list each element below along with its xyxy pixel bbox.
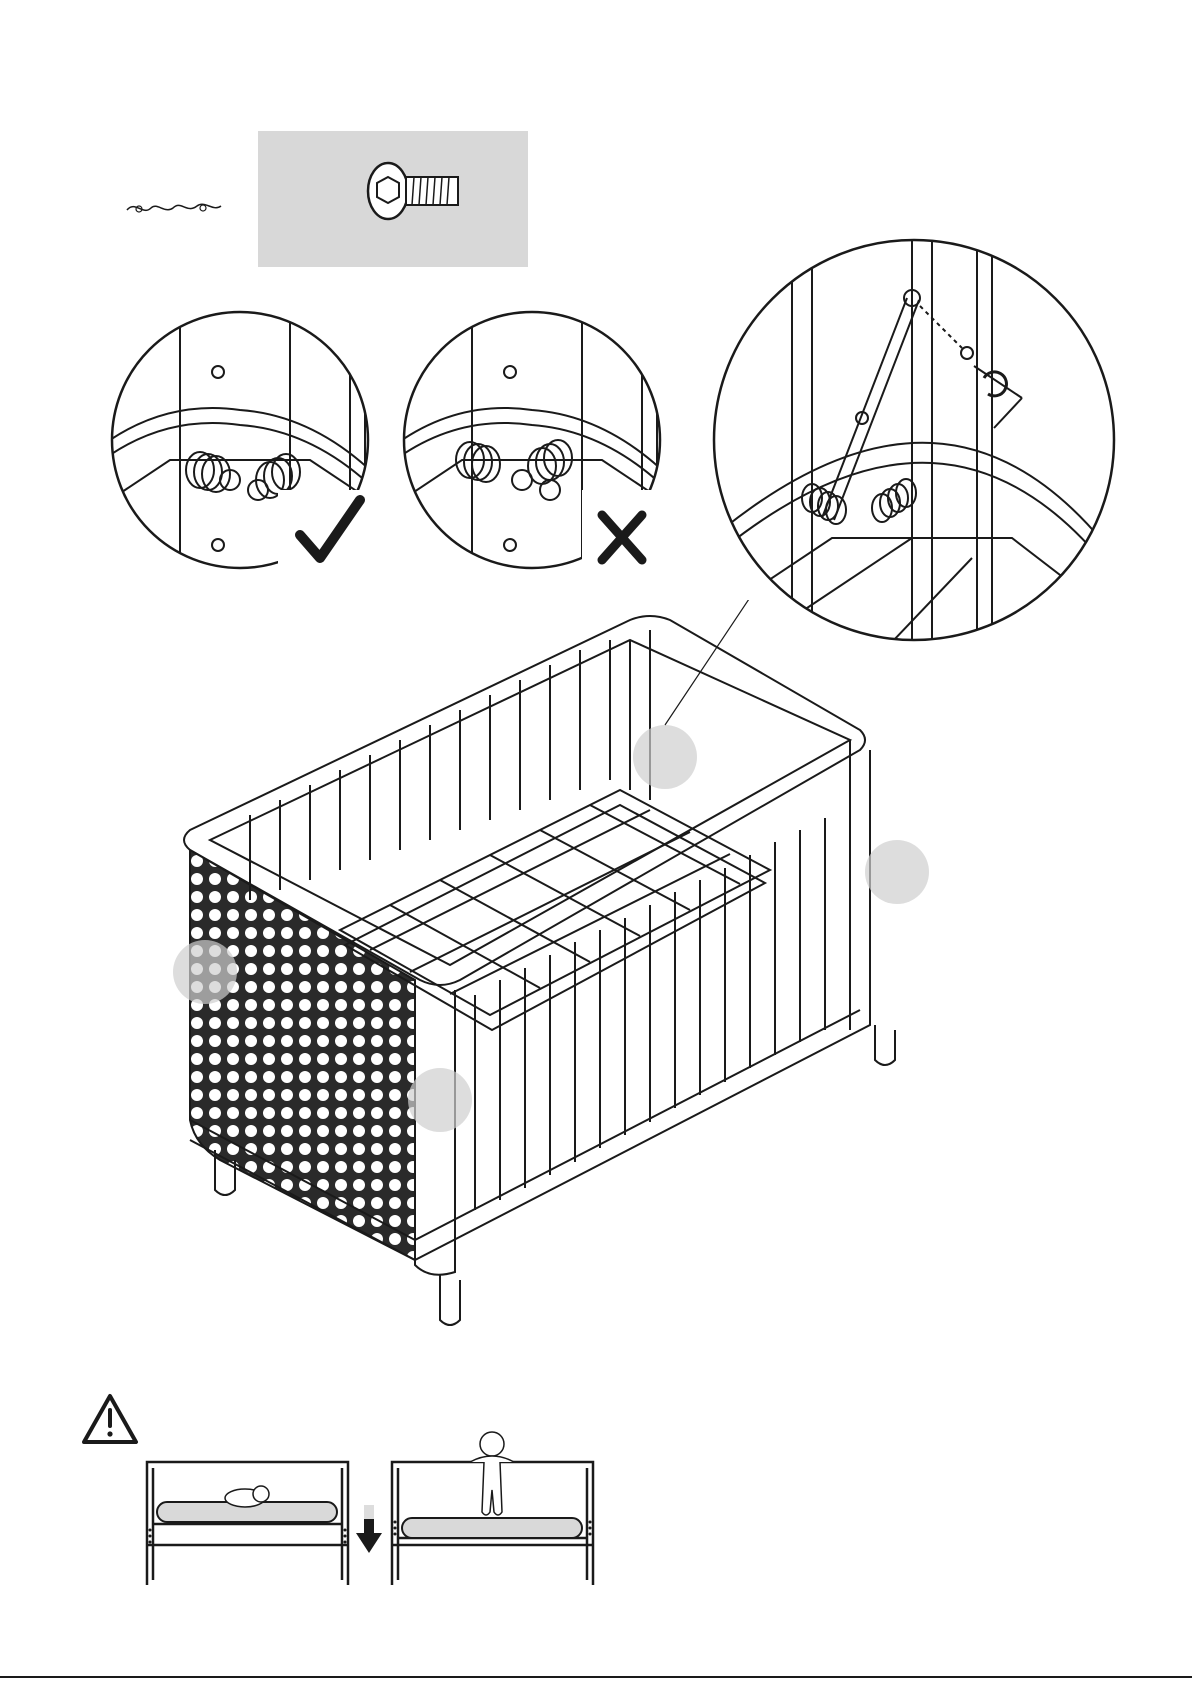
detail-zoom [712, 238, 1116, 642]
hardware-card [258, 131, 528, 267]
checkmark-icon [278, 490, 370, 570]
detail-incorrect [402, 310, 662, 570]
cross-icon [582, 490, 662, 570]
highlight-front-bracket [408, 1068, 472, 1132]
footer-rule [0, 1676, 1192, 1678]
crib-illustration [170, 600, 950, 1410]
warning-triangle-icon [80, 1392, 140, 1446]
mattress-high-position [145, 1460, 350, 1585]
script-glyph-icon [125, 198, 225, 218]
hex-socket-bolt-icon [258, 131, 528, 267]
highlight-left-bracket [173, 940, 237, 1004]
allen-key-rotate-icon [974, 366, 1022, 428]
arrow-down-icon [356, 1505, 382, 1555]
mattress-low-position [390, 1430, 595, 1585]
highlight-right-bracket [865, 840, 929, 904]
detail-correct [110, 310, 370, 570]
standing-baby-icon [470, 1432, 514, 1515]
highlight-back-bracket [633, 725, 697, 789]
